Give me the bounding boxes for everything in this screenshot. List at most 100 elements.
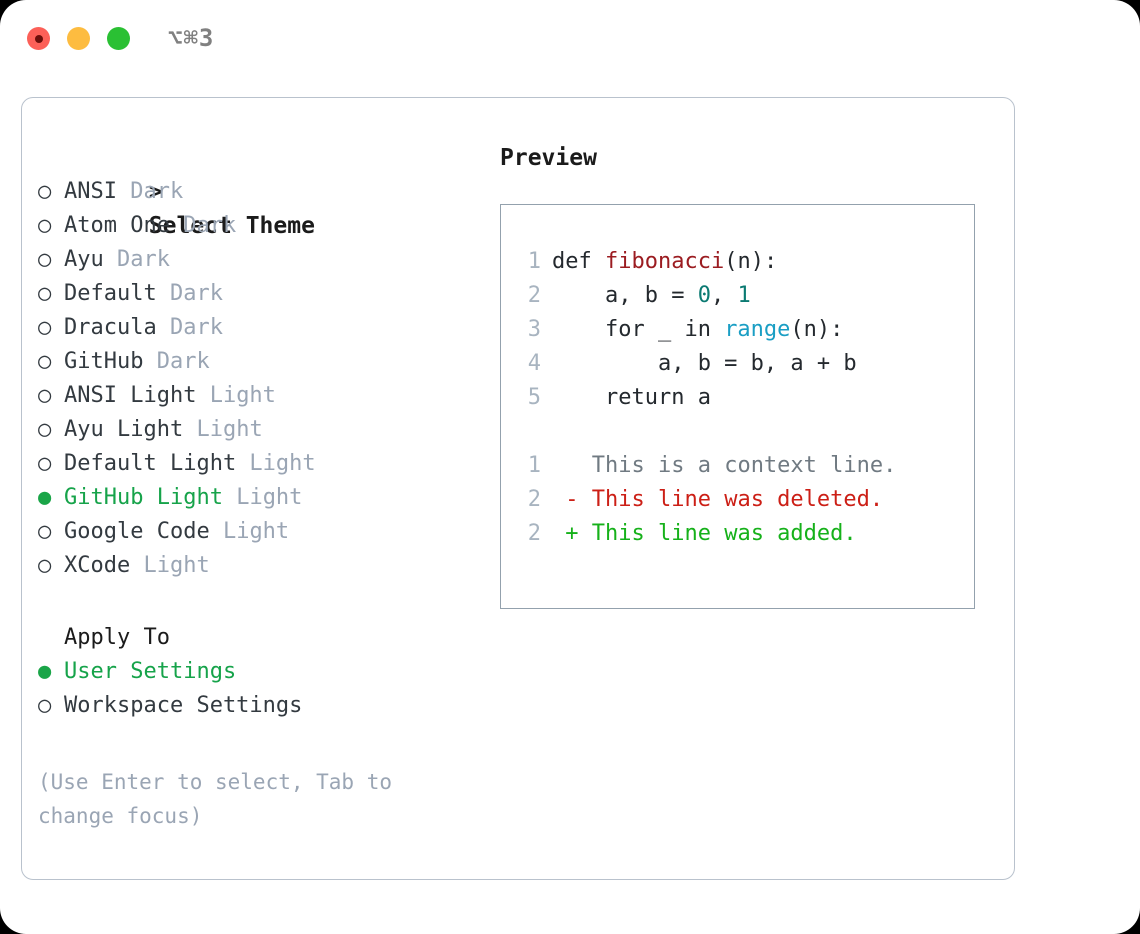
theme-name-label: Default Light	[64, 451, 237, 476]
theme-name-label: ANSI	[64, 179, 117, 204]
theme-name-label: GitHub	[64, 349, 144, 374]
diff-text: This line was added.	[591, 521, 857, 546]
theme-variant-tag: Dark	[116, 179, 184, 204]
theme-list-item[interactable]: ○XCode Light	[38, 549, 478, 583]
theme-name-label: ANSI Light	[64, 383, 197, 408]
theme-list-item[interactable]: ○Ayu Light Light	[38, 413, 478, 447]
code-line: 4 a, b = b, a + b	[509, 347, 969, 381]
apply-to-heading: Apply To	[64, 625, 170, 650]
radio-unselected-icon: ○	[38, 315, 52, 340]
theme-variant-tag: Dark	[169, 213, 237, 238]
diff-text: This line was deleted.	[591, 487, 884, 512]
theme-list-item[interactable]: ○ ANSI Light Light	[38, 379, 478, 413]
radio-unselected-icon: ○	[38, 451, 52, 476]
theme-name-label: Dracula	[64, 315, 157, 340]
keyboard-shortcut-label: ⌥⌘3	[168, 24, 215, 52]
apply-to-list: ● User Settings ○ Workspace Settings	[38, 655, 478, 723]
code-token: def	[552, 249, 605, 274]
theme-list-item[interactable]: ○ Atom One Dark	[38, 209, 478, 243]
diff-line: 2 - This line was deleted.	[509, 483, 969, 517]
diff-line-number: 2	[527, 487, 541, 512]
code-token: ,	[710, 283, 738, 308]
select-theme-heading: > Select Theme	[38, 141, 478, 239]
close-icon	[34, 34, 43, 43]
code-token: a, b =	[552, 283, 698, 308]
theme-list-item[interactable]: ○ Dracula Dark	[38, 311, 478, 345]
theme-list-item[interactable]: ○Default Light Light	[38, 447, 478, 481]
content-frame: > Select Theme ○ANSI Dark○Atom One Dark○…	[21, 97, 1015, 880]
radio-selected-icon: ●	[38, 485, 52, 510]
diff-line-number: 2	[527, 521, 541, 546]
theme-variant-tag: Light	[222, 485, 303, 510]
line-number: 2	[527, 283, 541, 308]
radio-selected-icon: ●	[38, 659, 52, 684]
theme-list-item[interactable]: ○ Default Dark	[38, 277, 478, 311]
preview-heading: Preview	[500, 145, 597, 171]
diff-text: This is a context line.	[591, 453, 897, 478]
theme-list-item[interactable]: ●GitHub Light Light	[38, 481, 478, 515]
code-token: a, b = b, a + b	[552, 351, 857, 376]
theme-variant-tag: Light	[130, 553, 210, 578]
theme-name-label: Ayu Light	[64, 417, 184, 442]
close-button[interactable]	[27, 27, 50, 50]
code-line: 3 for _ in range(n):	[509, 313, 969, 347]
code-token: return a	[552, 385, 711, 410]
apply-to-option[interactable]: ○ Workspace Settings	[38, 689, 478, 723]
focus-caret-icon: >	[148, 179, 163, 205]
theme-list: ○ ANSI Dark ○ Atom One Dark ○ Ayu Dark ○ Defaul…	[38, 175, 478, 583]
heading-text: Select Theme	[148, 213, 315, 239]
theme-name-label: Default	[64, 281, 157, 306]
apply-to-section: Apply To ● User Settings ○ Workspace Settin…	[38, 621, 478, 723]
code-token: 1	[737, 283, 751, 308]
diff-line-number: 1	[527, 453, 541, 478]
theme-variant-tag: Dark	[156, 315, 223, 340]
radio-unselected-icon: ○	[38, 693, 52, 718]
keyboard-hint-text: (Use Enter to select, Tab to change focu…	[38, 770, 393, 828]
apply-to-label: Workspace Settings	[64, 693, 303, 718]
theme-variant-tag: Light	[196, 383, 276, 408]
theme-list-item[interactable]: ○ ANSI Dark	[38, 175, 478, 209]
minimize-button[interactable]	[67, 27, 90, 50]
theme-variant-tag: Dark	[156, 281, 223, 306]
theme-list-item[interactable]: ○ GitHub Dark	[38, 345, 478, 379]
radio-unselected-icon: ○	[38, 213, 52, 238]
code-line: 5 return a	[509, 381, 969, 415]
zoom-button[interactable]	[107, 27, 130, 50]
theme-list-item[interactable]: ○Google Code Light	[38, 515, 478, 549]
diff-marker	[552, 453, 592, 478]
radio-unselected-icon: ○	[38, 179, 52, 204]
theme-list-item[interactable]: ○ Ayu Dark	[38, 243, 478, 277]
theme-variant-tag: Light	[183, 417, 263, 442]
code-line: 2 a, b = 0, 1	[509, 279, 969, 313]
line-number: 4	[527, 351, 541, 376]
theme-name-label: Atom One	[64, 213, 170, 238]
diff-marker: +	[552, 521, 592, 546]
diff-line: 2 + This line was added.	[509, 517, 969, 551]
theme-name-label: XCode	[64, 553, 131, 578]
apply-to-label: User Settings	[64, 659, 237, 684]
diff-marker: -	[552, 487, 592, 512]
radio-unselected-icon: ○	[38, 519, 52, 544]
radio-unselected-icon: ○	[38, 281, 52, 306]
code-token: range	[724, 317, 791, 342]
code-token: fibonacci	[604, 249, 725, 274]
radio-unselected-icon: ○	[38, 247, 52, 272]
theme-name-label: Ayu	[64, 247, 104, 272]
code-token: 0	[697, 283, 711, 308]
theme-variant-tag: Dark	[143, 349, 210, 374]
preview-spacer	[509, 415, 969, 449]
theme-variant-tag: Dark	[103, 247, 170, 272]
title-bar: ⌥⌘3	[0, 0, 1140, 78]
line-number: 3	[527, 317, 541, 342]
radio-unselected-icon: ○	[38, 383, 52, 408]
apply-to-option[interactable]: ● User Settings	[38, 655, 478, 689]
code-token: (n):	[724, 249, 778, 274]
radio-unselected-icon: ○	[38, 349, 52, 374]
theme-selector-panel: > Select Theme ○ANSI Dark○Atom One Dark○…	[38, 141, 478, 723]
theme-name-label: Google Code	[64, 519, 210, 544]
